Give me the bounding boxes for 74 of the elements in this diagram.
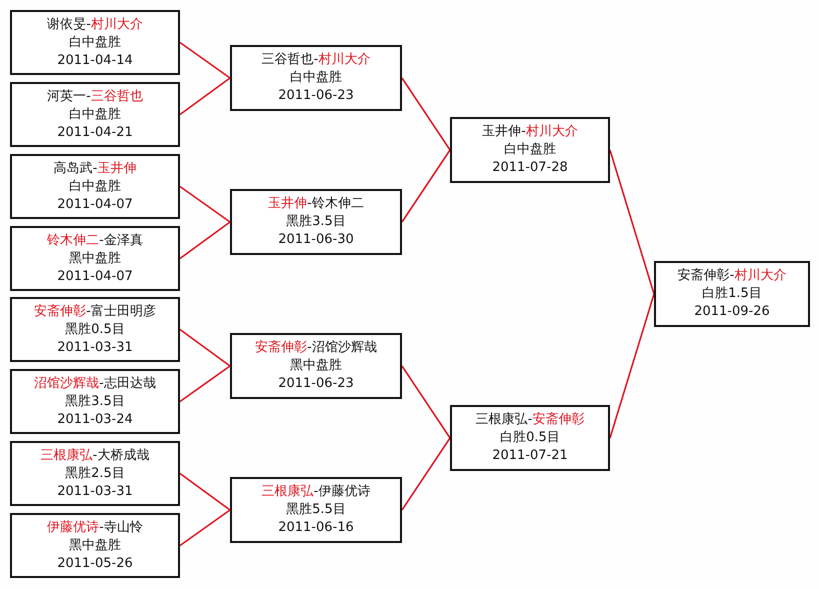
player-names: 三根康弘-大桥成哉: [40, 446, 150, 464]
game-result: 白胜1.5目: [702, 285, 762, 303]
player-names: 铃木伸二-金泽真: [47, 232, 143, 250]
game-result: 白中盘胜: [504, 141, 556, 159]
game-date: 2011-03-24: [57, 410, 133, 428]
bracket-line: [180, 509, 230, 546]
bracket-line: [180, 365, 230, 402]
game-date: 2011-04-21: [57, 124, 133, 142]
game-date: 2011-06-16: [278, 519, 354, 537]
player-names: 安斋伸彰-沼馆沙辉哉: [255, 339, 377, 357]
match-box: [10, 10, 180, 75]
match-box: [10, 154, 180, 219]
player-names: 伊藤优诗-寺山怜: [47, 518, 143, 536]
bracket-line: [180, 77, 230, 116]
bracket-line: [401, 150, 451, 222]
match-box: [654, 261, 810, 327]
player-names: 三根康弘-伊藤优诗: [262, 483, 370, 501]
player-names: 玉井伸-村川大介: [482, 123, 578, 141]
match-box: [10, 297, 180, 362]
player-names: 高岛武-玉井伸: [54, 160, 136, 178]
bracket-line: [180, 472, 230, 511]
game-result: 黑胜3.5目: [65, 392, 125, 410]
game-date: 2011-04-14: [57, 52, 133, 70]
player-names: 沼馆沙辉哉-志田达哉: [34, 374, 156, 392]
player-names: 谢依旻-村川大介: [47, 16, 143, 34]
game-result: 黑胜5.5目: [286, 501, 346, 519]
match-box: [450, 117, 610, 183]
match-box: [10, 441, 180, 506]
bracket-line: [180, 328, 230, 367]
bracket-line: [180, 221, 230, 260]
player-names: 安斋伸彰-富士田明彦: [34, 302, 156, 320]
player-names: 安斋伸彰-村川大介: [678, 267, 786, 285]
bracket-line: [609, 294, 655, 438]
bracket-line: [609, 150, 655, 294]
game-result: 黑胜0.5目: [65, 320, 125, 338]
game-result: 黑中盘胜: [290, 357, 342, 375]
game-result: 白中盘胜: [69, 178, 121, 196]
bracket-line: [180, 42, 230, 79]
match-box: [10, 513, 180, 578]
game-date: 2011-03-31: [57, 338, 133, 356]
match-box: [10, 82, 180, 147]
bracket-line: [401, 438, 451, 510]
match-box: [230, 333, 402, 399]
match-box: [230, 477, 402, 543]
game-date: 2011-06-23: [278, 375, 354, 393]
game-date: 2011-05-26: [57, 554, 133, 572]
match-box: [230, 189, 402, 255]
game-date: 2011-06-23: [278, 87, 354, 105]
game-result: 黑中盘胜: [69, 250, 121, 268]
game-date: 2011-09-26: [694, 303, 770, 321]
match-box: [10, 369, 180, 434]
match-box: [230, 45, 402, 111]
game-date: 2011-04-07: [57, 268, 133, 286]
bracket-line: [401, 78, 451, 150]
game-result: 白中盘胜: [69, 34, 121, 52]
game-date: 2011-06-30: [278, 231, 354, 249]
game-date: 2011-07-28: [492, 159, 568, 177]
game-date: 2011-03-31: [57, 482, 133, 500]
game-date: 2011-07-21: [492, 447, 568, 465]
game-result: 白中盘胜: [290, 69, 342, 87]
game-date: 2011-04-07: [57, 196, 133, 214]
player-names: 玉井伸-铃木伸二: [268, 195, 364, 213]
bracket-line: [401, 366, 451, 438]
player-names: 三谷哲也-村川大介: [262, 51, 370, 69]
match-box: [450, 405, 610, 471]
match-box: [10, 226, 180, 291]
game-result: 白胜0.5目: [500, 429, 560, 447]
bracket-line: [180, 186, 230, 223]
game-result: 白中盘胜: [69, 106, 121, 124]
game-result: 黑胜2.5目: [65, 464, 125, 482]
game-result: 黑胜3.5目: [286, 213, 346, 231]
player-names: 河英一-三谷哲也: [47, 88, 143, 106]
game-result: 黑中盘胜: [69, 536, 121, 554]
player-names: 三根康弘-安斋伸彰: [476, 411, 584, 429]
